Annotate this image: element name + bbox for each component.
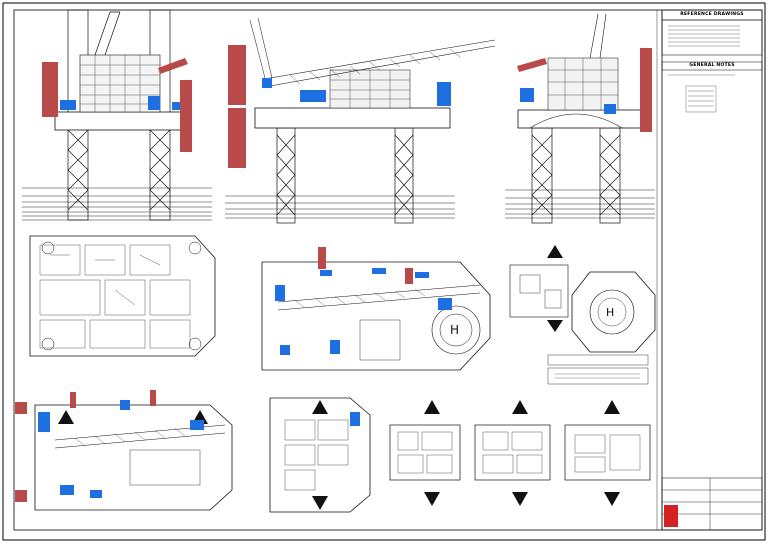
general-notes-heading: GENERAL NOTES xyxy=(689,63,735,68)
plan-view-level-3 xyxy=(389,400,461,506)
elevation-view-left xyxy=(22,9,212,221)
elevation-view-side xyxy=(225,17,496,224)
plan-view-accommodation-deck xyxy=(269,397,371,513)
company-logo xyxy=(664,505,678,527)
plan-view-crane-deck: H xyxy=(261,247,491,371)
plan-view-helideck: H xyxy=(509,245,656,385)
sheet-border-inner xyxy=(13,9,763,531)
plan-view-level-4 xyxy=(474,400,551,506)
svg-text:H: H xyxy=(606,306,614,319)
title-block xyxy=(661,9,763,531)
plan-view-main-deck xyxy=(29,235,216,357)
svg-text:H: H xyxy=(450,323,459,337)
plan-view-lower-deck xyxy=(15,390,233,511)
reference-drawings-heading: REFERENCE DRAWINGS xyxy=(680,12,744,17)
plan-view-level-5 xyxy=(564,400,651,506)
elevation-view-right xyxy=(505,13,655,224)
